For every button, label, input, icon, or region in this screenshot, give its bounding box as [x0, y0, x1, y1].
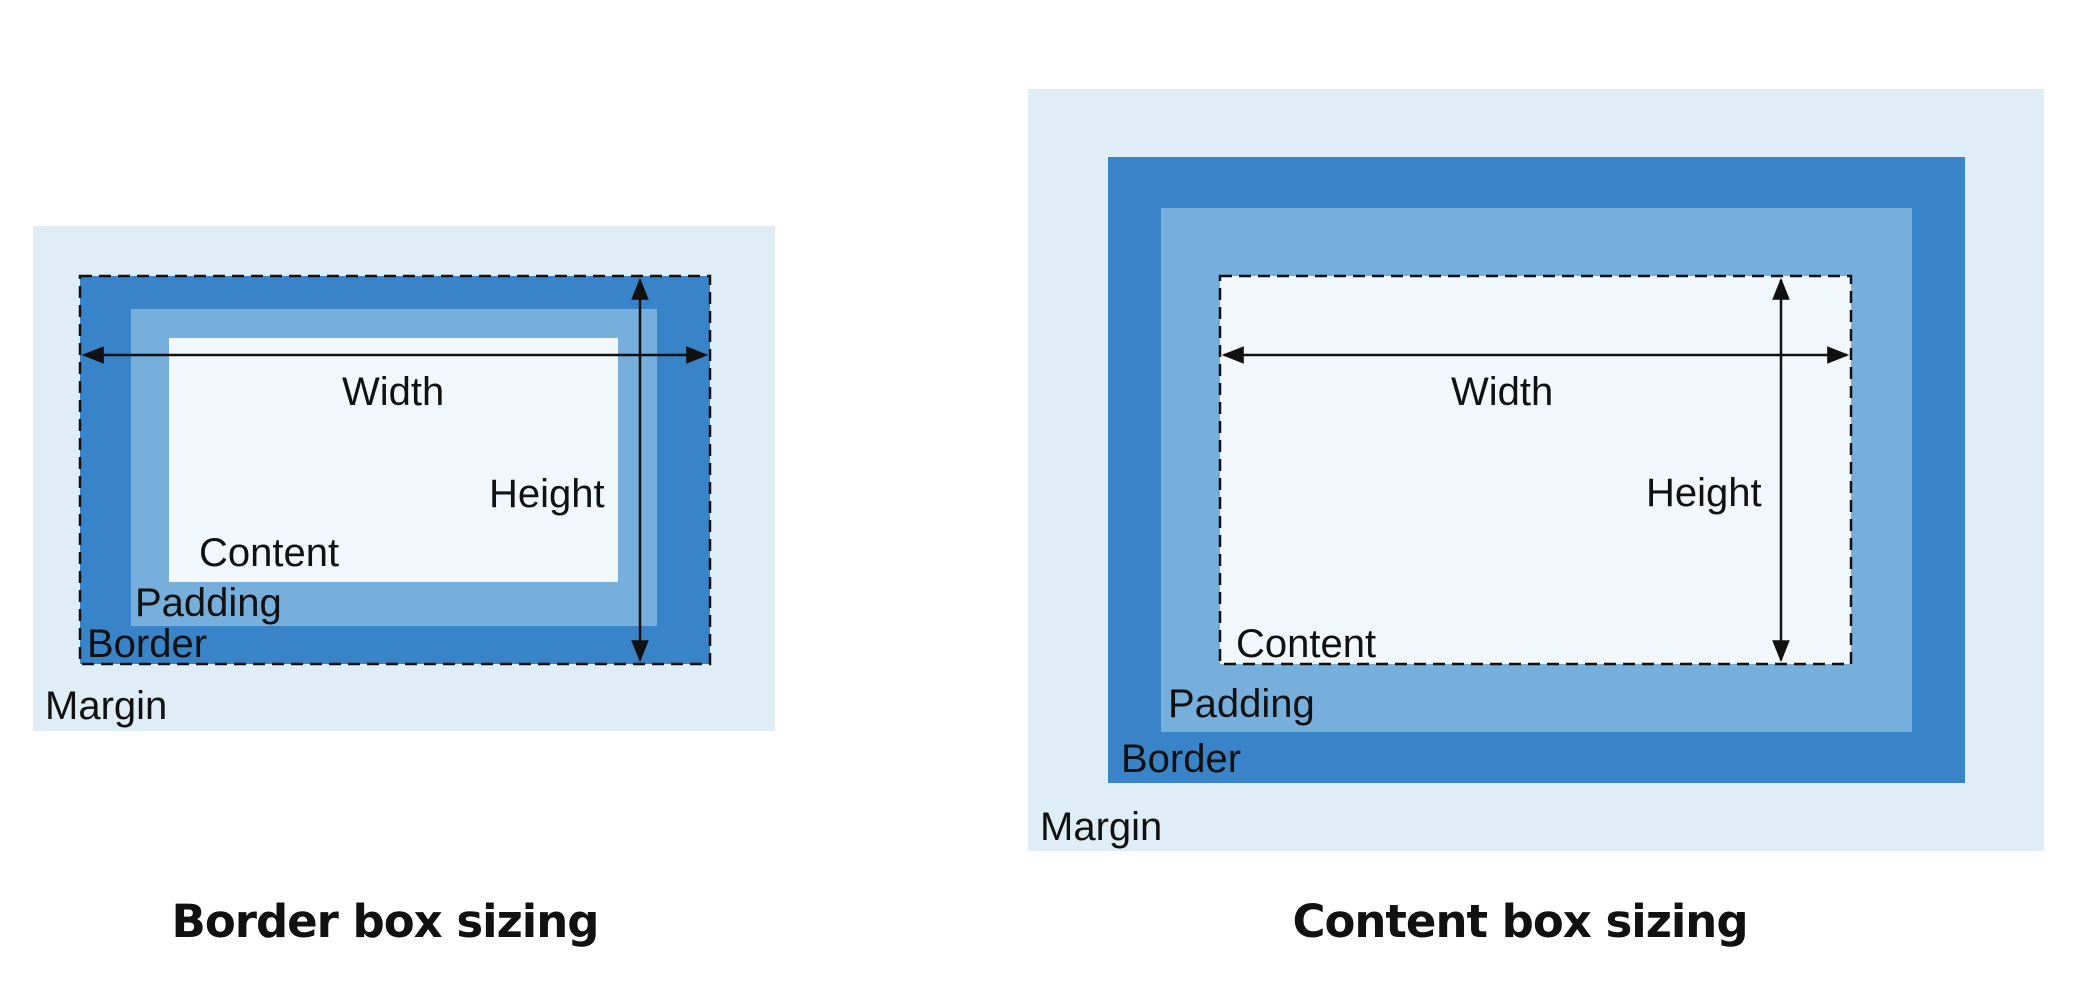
content-box-diagram: Width Height Content Padding Border Marg…: [1028, 89, 2044, 851]
border-box-content-area: [169, 338, 618, 582]
content-box-content-label: Content: [1236, 622, 1376, 666]
content-box-content-area: [1220, 276, 1851, 664]
content-box-dashed-outline: [1218, 274, 1853, 666]
border-box-diagram: Width Height Content Padding Border Marg…: [33, 226, 775, 731]
border-box-caption: Border box sizing: [171, 895, 600, 948]
border-box-content-label: Content: [199, 531, 339, 575]
border-box-border-label: Border: [87, 622, 207, 666]
content-box-height-label: Height: [1646, 471, 1762, 515]
border-box-dashed-outline: [78, 274, 712, 666]
border-box-width-label: Width: [342, 370, 444, 414]
border-box-margin-label: Margin: [45, 684, 167, 728]
content-box-border-label: Border: [1121, 737, 1241, 781]
content-box-padding-label: Padding: [1168, 682, 1315, 726]
content-box-margin-label: Margin: [1040, 805, 1162, 849]
border-box-padding-label: Padding: [135, 581, 282, 625]
content-box-width-label: Width: [1451, 370, 1553, 414]
content-box-caption: Content box sizing: [1292, 895, 1748, 948]
border-box-height-label: Height: [489, 472, 605, 516]
